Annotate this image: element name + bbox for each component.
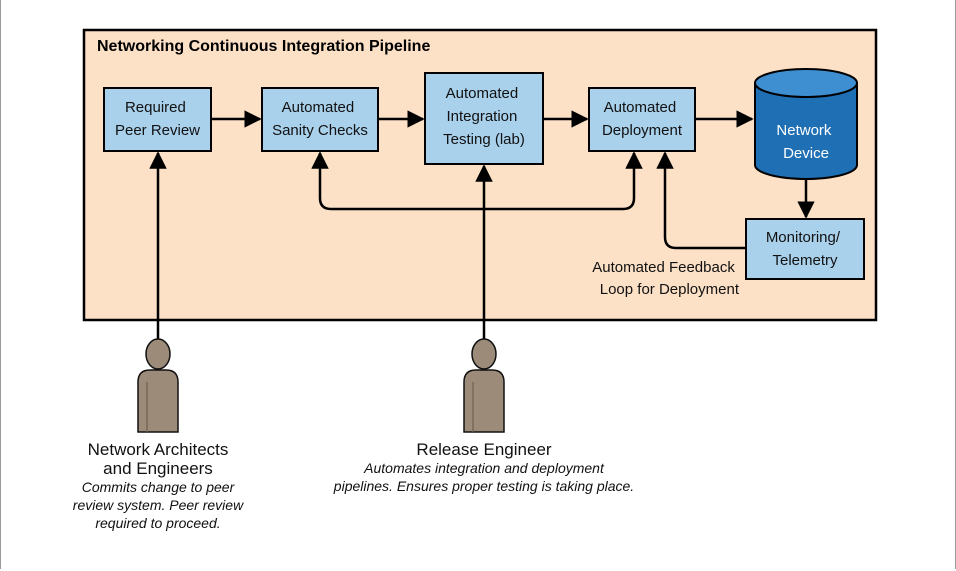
stage-peer-review-line-1: Required	[125, 99, 186, 116]
stage-sanity-checks-line-1: Automated	[282, 99, 355, 116]
arrow-feedback-loop	[656, 151, 746, 250]
person-icon	[137, 338, 179, 433]
actor-release-engineer-desc-2: pipelines. Ensures proper testing is tak…	[333, 478, 635, 494]
stage-integration-testing-line-2: Integration	[446, 108, 517, 125]
stage-deployment: Automated Deployment	[588, 87, 696, 152]
actor-architects-desc-2: review system. Peer review	[72, 497, 244, 513]
svg-text:Network Device: Network Device	[776, 122, 835, 162]
stage-monitoring: Monitoring/ Telemetry	[745, 218, 865, 280]
stage-sanity-checks: Automated Sanity Checks	[261, 87, 379, 152]
svg-text:Automated Deployment: Automated Deployment	[602, 99, 683, 139]
stage-monitoring-line-1: Monitoring/	[766, 229, 841, 246]
stage-integration-testing-line-3: Testing (lab)	[443, 131, 525, 148]
svg-text:Automated Feedback Loop fo: Automated Feedback Loop for Deployment	[592, 259, 740, 298]
stage-sanity-checks-line-2: Sanity Checks	[272, 122, 368, 139]
pipeline-title: Networking Continuous Integration Pipeli…	[97, 38, 430, 55]
stage-peer-review-line-2: Peer Review	[115, 122, 200, 139]
actor-architects-label: Network Architects and Engineers Commits…	[48, 440, 268, 532]
stage-monitoring-line-2: Telemetry	[772, 252, 838, 269]
actor-release-engineer-name: Release Engineer	[416, 440, 552, 459]
person-icon	[463, 338, 505, 433]
arrow-sanity-deployment-loop	[311, 151, 643, 211]
stage-deployment-line-2: Deployment	[602, 122, 683, 139]
svg-text:Required Peer Review: Required Peer Review	[115, 99, 200, 139]
actor-architects-name-1: Network Architects	[87, 440, 229, 459]
feedback-label-line-1: Automated Feedback	[592, 259, 735, 276]
actor-release-engineer-desc-1: Automates integration and deployment	[364, 460, 604, 476]
svg-text:Monitoring/ Telemetry: Monitoring/ Telemetry	[766, 229, 844, 269]
actor-architects-desc-1: Commits change to peer	[81, 479, 235, 495]
stage-peer-review: Required Peer Review	[103, 87, 212, 152]
stage-integration-testing-line-1: Automated	[446, 85, 519, 102]
svg-text:Automated Sanity Checks: Automated Sanity Checks	[272, 99, 368, 139]
network-device-line-1: Network	[776, 122, 832, 139]
feedback-label-line-2: Loop for Deployment	[600, 281, 740, 298]
actor-release-engineer-label: Release Engineer Automates integration a…	[304, 440, 664, 495]
actor-architects-desc-3: required to proceed.	[95, 515, 221, 531]
svg-text:Automated Integration: Automated Integration Testing (lab)	[443, 85, 525, 148]
network-device-line-2: Device	[783, 145, 829, 162]
actor-architects-name-2: and Engineers	[103, 459, 213, 478]
stage-integration-testing: Automated Integration Testing (lab)	[424, 72, 544, 165]
network-device-cylinder: Network Device	[754, 68, 858, 180]
stage-deployment-line-1: Automated	[604, 99, 677, 116]
